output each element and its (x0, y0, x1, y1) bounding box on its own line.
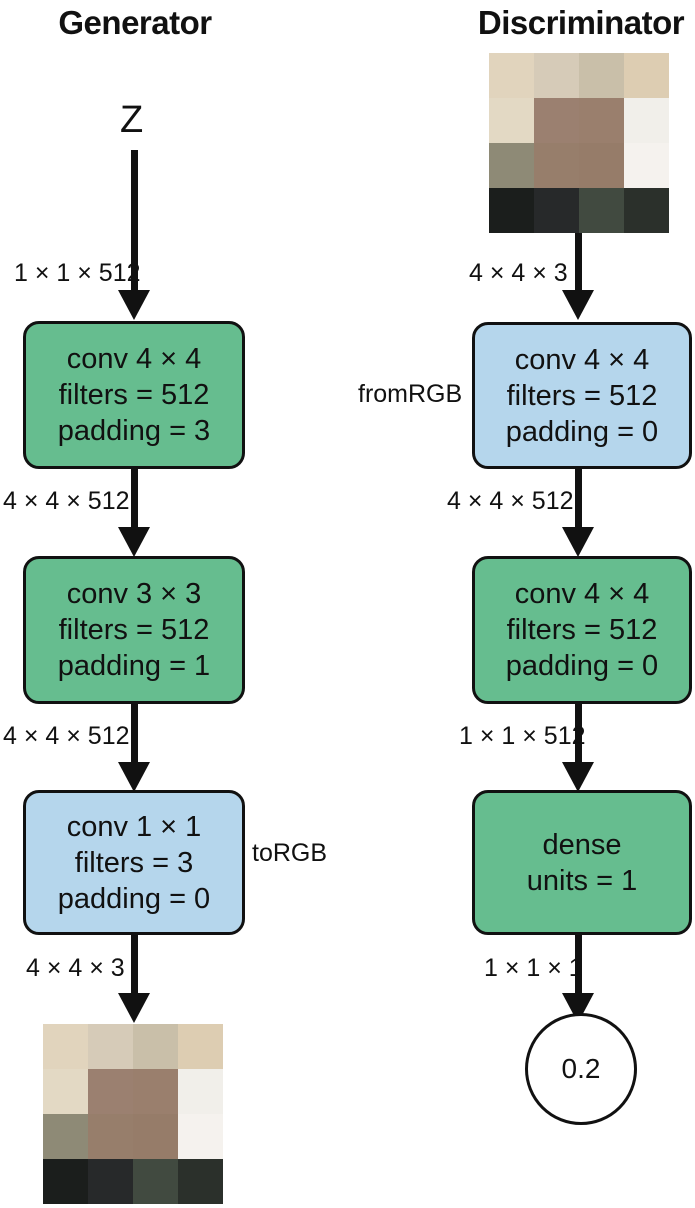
torgb-side-label: toRGB (252, 839, 328, 867)
image-pixel (579, 143, 624, 188)
arrow-head (118, 762, 150, 792)
discriminator-conv-block: conv 4 × 4 filters = 512 padding = 0 (472, 556, 692, 704)
image-pixel (43, 1159, 88, 1204)
image-pixel (133, 1159, 178, 1204)
image-pixel (489, 143, 534, 188)
discriminator-dense-block: dense units = 1 (472, 790, 692, 935)
block-padding-label: padding = 1 (57, 650, 211, 682)
image-pixel (579, 188, 624, 233)
arrow-shaft (575, 935, 582, 995)
generator-conv-block-2: conv 3 × 3 filters = 512 padding = 1 (23, 556, 245, 704)
block-padding-label: padding = 3 (57, 415, 211, 447)
image-pixel (579, 98, 624, 143)
block-op-label: conv 4 × 4 (514, 578, 650, 610)
image-pixel (534, 188, 579, 233)
image-pixel (624, 188, 669, 233)
block-padding-label: padding = 0 (505, 415, 659, 448)
discriminator-title: Discriminator (477, 4, 685, 41)
block-op-label: conv 3 × 3 (66, 578, 202, 610)
input-image (489, 53, 669, 233)
block-padding-label: padding = 0 (505, 650, 659, 682)
image-pixel (133, 1114, 178, 1159)
generated-image (43, 1024, 223, 1204)
shape-label: 4 × 4 × 512 (447, 487, 574, 515)
output-score-value: 0.2 (561, 1053, 601, 1084)
shape-label: 4 × 4 × 3 (26, 954, 125, 982)
block-op-label: conv 4 × 4 (514, 343, 650, 376)
image-pixel (43, 1114, 88, 1159)
image-pixel (178, 1069, 223, 1114)
arrow-head (118, 527, 150, 557)
generator-torgb-block: conv 1 × 1 filters = 3 padding = 0 (23, 790, 245, 935)
block-op-label: conv 4 × 4 (66, 343, 202, 375)
discriminator-fromrgb-block: conv 4 × 4 filters = 512 padding = 0 (472, 322, 692, 469)
image-pixel (489, 53, 534, 98)
image-pixel (579, 53, 624, 98)
generator-conv-block-1: conv 4 × 4 filters = 512 padding = 3 (23, 321, 245, 469)
arrow-shaft (131, 469, 138, 529)
image-pixel (624, 143, 669, 188)
image-pixel (534, 53, 579, 98)
shape-label: 1 × 1 × 512 (14, 259, 141, 287)
image-pixel (489, 98, 534, 143)
image-pixel (178, 1024, 223, 1069)
arrow-shaft (131, 150, 138, 292)
shape-label: 1 × 1 × 1 (484, 954, 583, 982)
image-pixel (624, 53, 669, 98)
shape-label: 4 × 4 × 3 (469, 259, 568, 287)
block-filters-label: filters = 512 (506, 379, 658, 412)
arrow-head (118, 993, 150, 1023)
block-op-label: dense (542, 828, 622, 861)
image-pixel (534, 143, 579, 188)
image-pixel (178, 1159, 223, 1204)
image-pixel (88, 1024, 133, 1069)
fromrgb-side-label: fromRGB (358, 380, 463, 408)
arrow-head (118, 290, 150, 320)
block-filters-label: filters = 3 (74, 846, 194, 879)
output-score-node: 0.2 (525, 1013, 637, 1125)
arrow-shaft (575, 469, 582, 529)
block-units-label: units = 1 (526, 864, 638, 897)
latent-input-z: Z (120, 99, 144, 141)
shape-label: 1 × 1 × 512 (459, 722, 586, 750)
arrow-shaft (575, 704, 582, 764)
image-pixel (43, 1024, 88, 1069)
image-pixel (43, 1069, 88, 1114)
generator-title: Generator (58, 4, 212, 41)
image-pixel (88, 1159, 133, 1204)
arrow-head (562, 290, 594, 320)
arrow-shaft (131, 704, 138, 764)
shape-label: 4 × 4 × 512 (3, 487, 130, 515)
image-pixel (624, 98, 669, 143)
arrow-head (562, 762, 594, 792)
block-filters-label: filters = 512 (58, 614, 210, 646)
image-pixel (133, 1024, 178, 1069)
image-pixel (133, 1069, 178, 1114)
image-pixel (88, 1069, 133, 1114)
image-pixel (534, 98, 579, 143)
block-filters-label: filters = 512 (506, 614, 658, 646)
block-filters-label: filters = 512 (58, 379, 210, 411)
block-op-label: conv 1 × 1 (66, 810, 202, 843)
image-pixel (178, 1114, 223, 1159)
arrow-head (562, 527, 594, 557)
image-pixel (88, 1114, 133, 1159)
shape-label: 4 × 4 × 512 (3, 722, 130, 750)
arrow-shaft (575, 233, 582, 292)
image-pixel (489, 188, 534, 233)
arrow-shaft (131, 935, 138, 995)
block-padding-label: padding = 0 (57, 882, 211, 915)
